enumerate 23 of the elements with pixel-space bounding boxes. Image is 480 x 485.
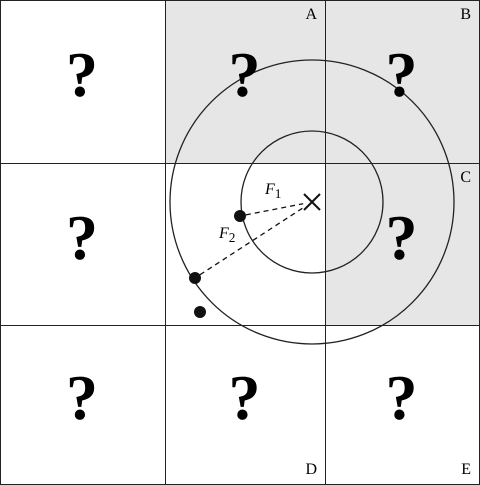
question-mark: ? [386,366,418,430]
dashed-line [200,206,305,276]
cell-letter: E [461,462,471,478]
cross-mark [302,192,320,210]
grid-cell [325,325,480,485]
point-dot [188,272,200,284]
question-mark: ? [228,366,260,430]
question-mark: ? [66,206,98,270]
point-dot [234,210,246,222]
cell-letter: A [305,7,317,23]
grid-cell [325,163,480,326]
cell-letter: D [305,462,317,478]
cell-letter: C [460,170,471,186]
question-mark: ? [386,206,418,270]
grid-cell [0,325,166,485]
dashed-line [246,203,304,216]
cell-letter: B [460,7,471,23]
question-mark: ? [66,43,98,107]
grid-cell [325,0,480,164]
grid-cell [165,0,326,164]
point-dot [194,306,206,318]
question-mark: ? [386,43,418,107]
question-mark: ? [66,366,98,430]
